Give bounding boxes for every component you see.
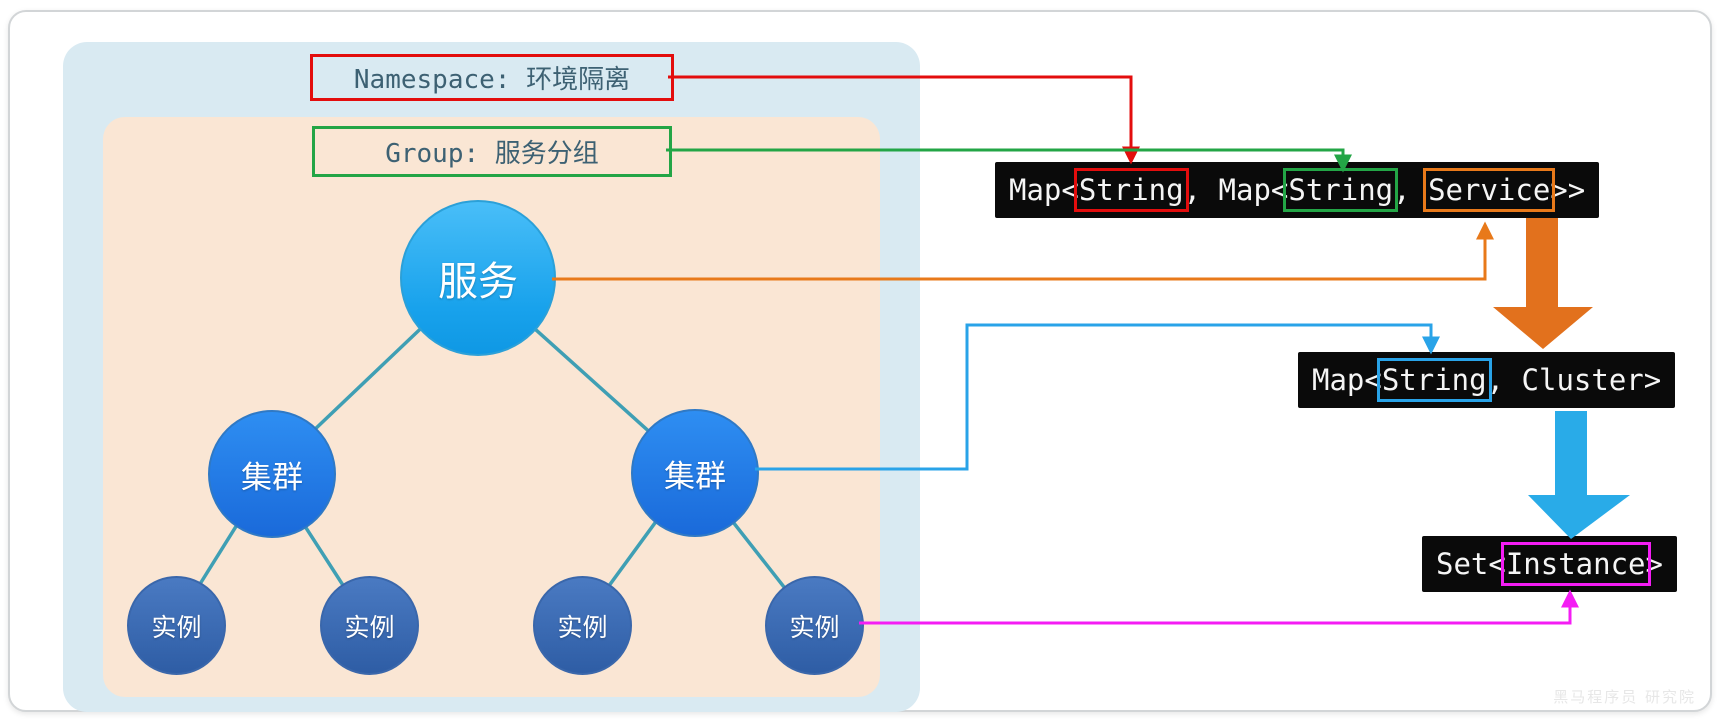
code-text: >: [1645, 547, 1663, 581]
big-orange-down-arrow: [1493, 218, 1593, 349]
service-node: 服务: [400, 200, 556, 356]
instance-node-label: 实例: [557, 612, 608, 642]
instance-to-instance-type-arrow: [859, 589, 1579, 625]
service-node-label: 服务: [438, 259, 518, 305]
service-value-highlight: Service: [1423, 168, 1556, 212]
cluster-key-highlight: String: [1376, 358, 1492, 402]
instance-node-4: 实例: [765, 576, 864, 675]
instance-node-label: 实例: [789, 612, 840, 642]
code-text: >>: [1550, 173, 1586, 207]
cluster-node-right: 集群: [631, 409, 759, 537]
code-text: , Map<: [1183, 173, 1289, 207]
instance-node-2: 实例: [320, 576, 419, 675]
code-text: Map<: [1009, 173, 1079, 207]
code-text: Set<: [1436, 547, 1506, 581]
code-box-map-namespace: Map<String, Map<String, Service>>: [995, 162, 1600, 218]
instance-node-3: 实例: [533, 576, 632, 675]
group-label-text: Group: 服务分组: [385, 139, 599, 169]
code-box-set-instance: Set<Instance>: [1422, 536, 1677, 592]
instance-node-1: 实例: [127, 576, 226, 675]
cluster-node-left: 集群: [208, 410, 336, 538]
namespace-key-highlight: String: [1073, 168, 1189, 212]
instance-node-label: 实例: [151, 612, 202, 642]
namespace-label-box: Namespace: 环境隔离: [310, 54, 674, 101]
group-label-box: Group: 服务分组: [312, 126, 672, 177]
code-box-map-cluster: Map<String, Cluster>: [1298, 352, 1676, 408]
code-text: , Cluster>: [1486, 363, 1662, 397]
instance-node-label: 实例: [344, 612, 395, 642]
group-key-highlight: String: [1283, 168, 1399, 212]
code-text: Map<: [1312, 363, 1382, 397]
cluster-node-label: 集群: [664, 458, 726, 495]
big-blue-down-arrow: [1528, 411, 1630, 539]
cluster-node-label: 集群: [241, 459, 303, 496]
diagram-card: 服务 集群 集群 实例 实例 实例 实例 Namespace: 环境隔离 Gro…: [8, 10, 1712, 712]
code-text: ,: [1393, 173, 1429, 207]
instance-value-highlight: Instance: [1500, 542, 1651, 586]
namespace-label-text: Namespace: 环境隔离: [353, 65, 631, 95]
watermark-text: 黑马程序员 研究院: [1553, 688, 1696, 706]
